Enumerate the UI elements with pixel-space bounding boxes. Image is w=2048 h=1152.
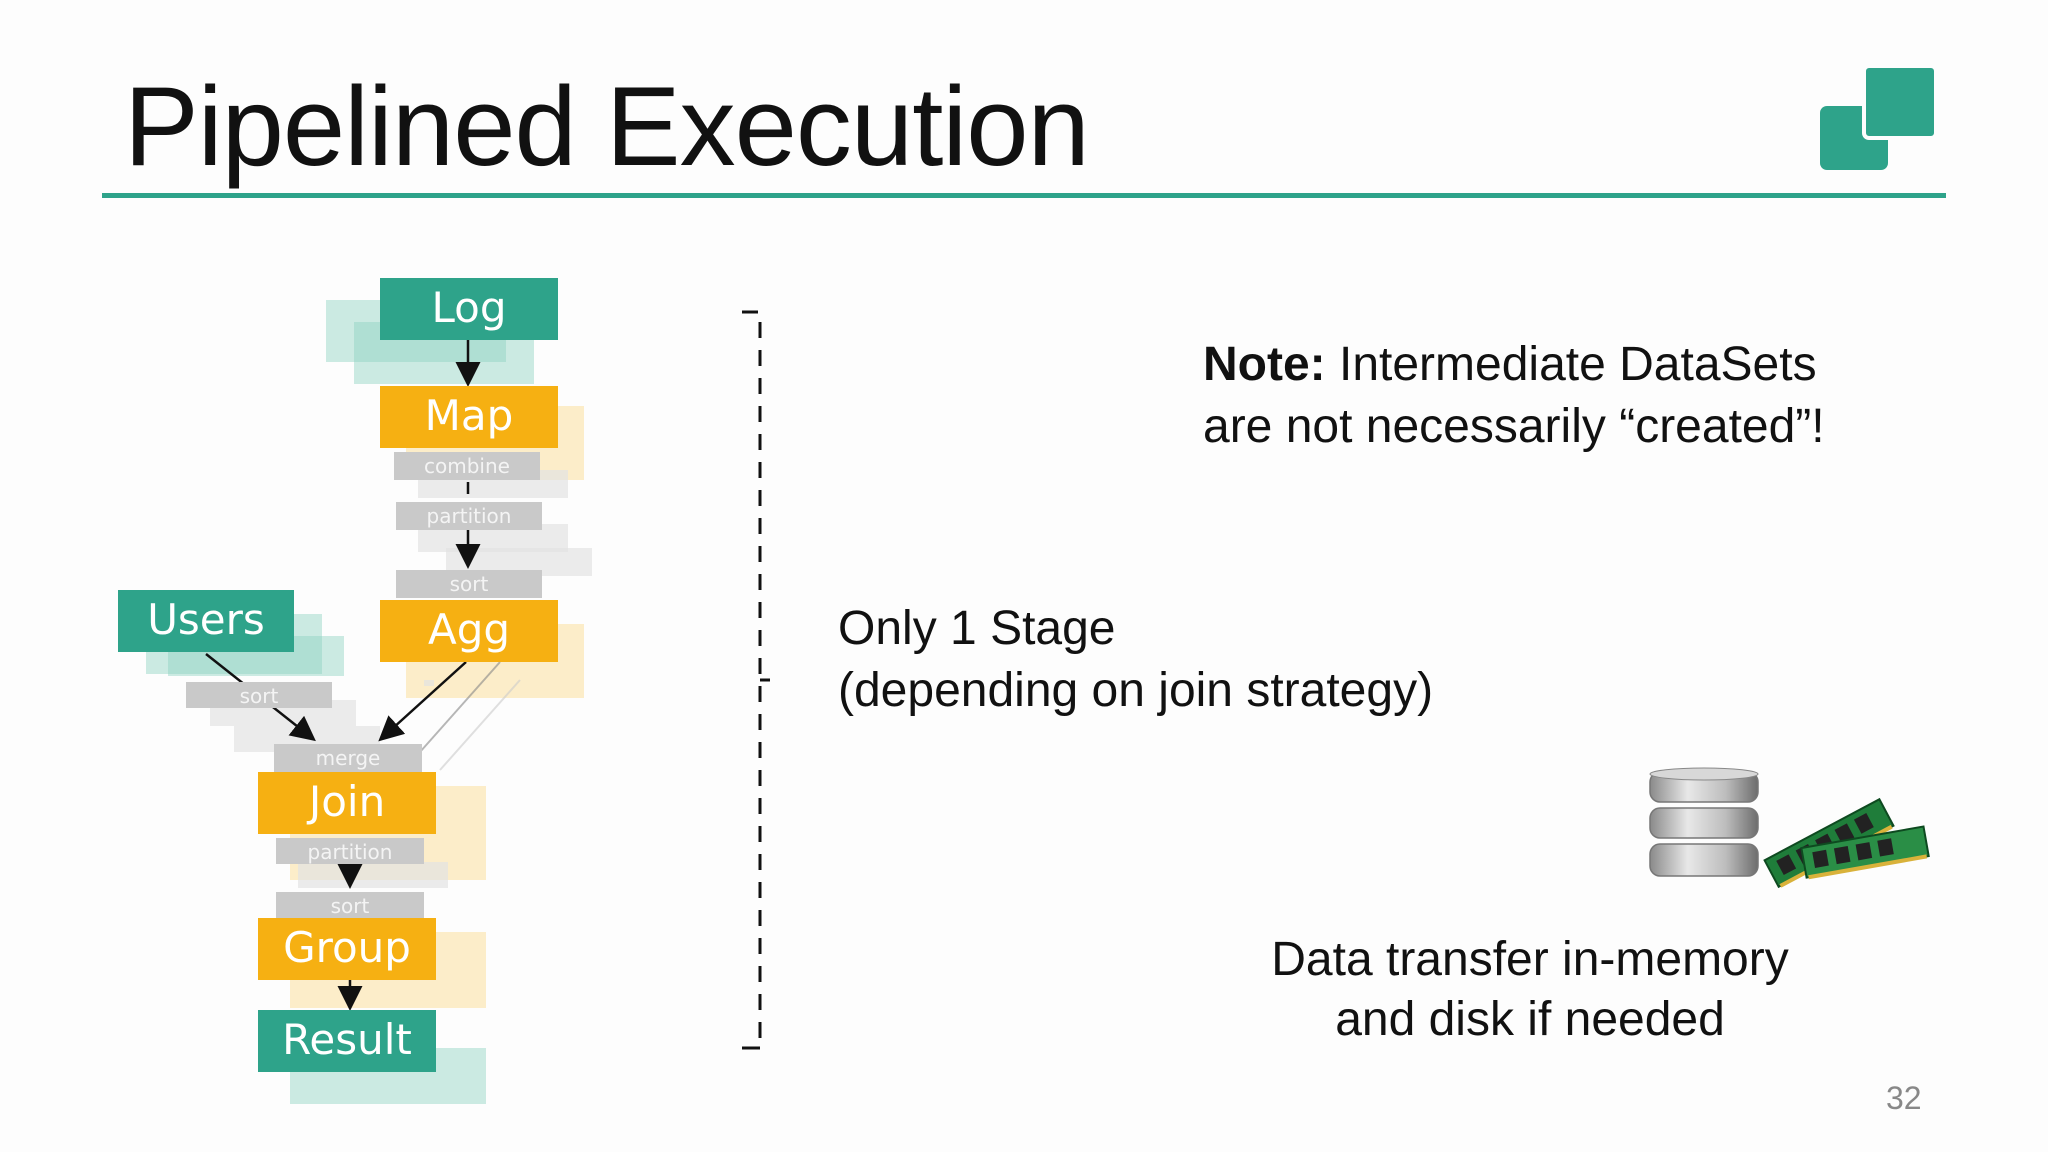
note-label: Note: [1203, 338, 1326, 391]
stage-line1: Only 1 Stage [838, 602, 1116, 655]
database-icon [1649, 767, 1759, 877]
step-sort: sort [396, 570, 542, 598]
stage-bracket [742, 310, 770, 1050]
note-text: Note: Intermediate DataSets are not nece… [1203, 334, 1825, 458]
transfer-line1: Data transfer in-memory [1271, 933, 1789, 986]
diagram-arrows [205, 336, 521, 1011]
title-underline [102, 193, 1946, 198]
page-number: 32 [1886, 1080, 1922, 1116]
step-sort-users: sort [186, 682, 332, 708]
step-partition-join: partition [276, 838, 424, 864]
note-line1: Intermediate DataSets [1325, 338, 1817, 391]
memory-ram-icon [1763, 797, 1930, 889]
step-combine: combine [394, 452, 540, 480]
step-partition: partition [396, 502, 542, 530]
stage-line2: (depending on join strategy) [838, 664, 1434, 717]
pipeline-diagram: Log Map combine partition sort Agg Users… [0, 0, 660, 1152]
logo-icon [1820, 64, 1938, 176]
step-merge: merge [274, 744, 422, 772]
node-map: Map [380, 386, 558, 448]
transfer-line2: and disk if needed [1335, 993, 1725, 1046]
step-sort-join: sort [276, 892, 424, 918]
note-line2: are not necessarily “created”! [1203, 400, 1825, 453]
transfer-text: Data transfer in-memory and disk if need… [1180, 930, 1880, 1050]
node-log: Log [380, 278, 558, 340]
node-join: Join [258, 772, 436, 834]
node-group: Group [258, 918, 436, 980]
node-users: Users [118, 590, 294, 652]
node-agg: Agg [380, 600, 558, 662]
slide-title: Pipelined Execution [124, 64, 1090, 189]
stage-text: Only 1 Stage (depending on join strategy… [838, 598, 1433, 722]
node-result: Result [258, 1010, 436, 1072]
